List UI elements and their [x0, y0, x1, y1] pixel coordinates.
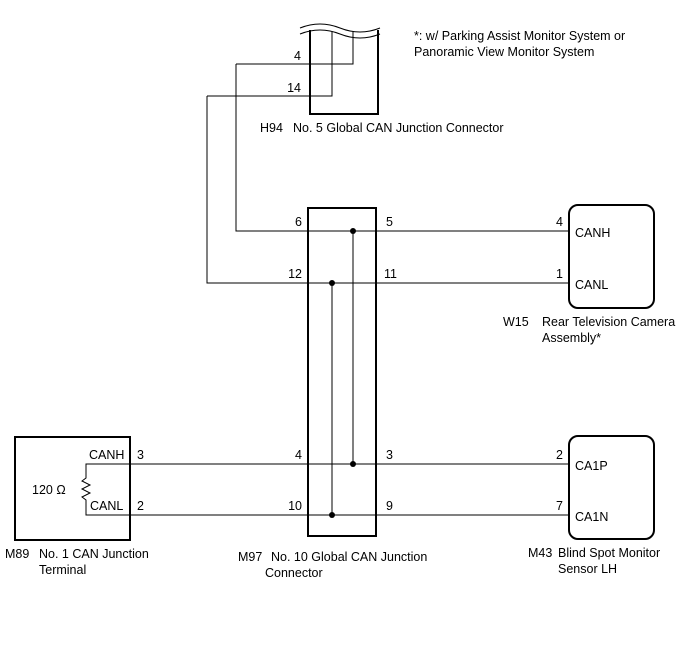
h94-pin-14-label: 14	[287, 81, 301, 95]
m97-right-pin-11: 11	[384, 267, 397, 281]
m97-junction-dot-canh-lower	[350, 461, 356, 467]
m43-ca1p-label: CA1P	[575, 459, 608, 473]
m97-left-pin-10: 10	[288, 499, 302, 513]
w15-pin-4-label: 4	[556, 215, 563, 229]
m97-junction-dot-canl-lower	[329, 512, 335, 518]
w15-name-line-2: Assembly*	[542, 331, 601, 345]
m97-left-pin-12: 12	[288, 267, 302, 281]
m89-resistor-value: 120 Ω	[32, 483, 66, 497]
w15-pin-1-label: 1	[556, 267, 563, 281]
m89-code: M89	[5, 547, 29, 561]
h94-pin-4-label: 4	[294, 49, 301, 63]
h94-code: H94	[260, 121, 283, 135]
m97-code: M97	[238, 550, 262, 564]
m89-pin-2-label: 2	[137, 499, 144, 513]
m97-name-line-1: No. 10 Global CAN Junction	[271, 550, 427, 564]
m97-right-pin-3: 3	[386, 448, 393, 462]
m43-pin-2-label: 2	[556, 448, 563, 462]
m89-name-line-1: No. 1 CAN Junction	[39, 547, 149, 561]
m97-left-pin-6: 6	[295, 215, 302, 229]
h94-name: No. 5 Global CAN Junction Connector	[293, 121, 504, 135]
m97-right-pin-5: 5	[386, 215, 393, 229]
h94-connector: 4 14	[287, 23, 381, 115]
m89-canh-label: CANH	[89, 448, 124, 462]
h94-wavy-break	[299, 23, 381, 33]
m43-ca1n-label: CA1N	[575, 510, 608, 524]
h94-internal-wire-a	[236, 31, 354, 65]
m43-connector: 2 7 CA1P CA1N	[556, 435, 655, 540]
m97-name-line-2: Connector	[265, 566, 323, 580]
w15-code: W15	[503, 315, 529, 329]
w15-connector: 4 1 CANH CANL	[556, 204, 655, 309]
h94-wavy-break-2	[299, 29, 381, 39]
m43-code: M43	[528, 546, 552, 560]
m89-terminal: 3 2 CANH CANL 120 Ω	[14, 436, 144, 541]
h94-internal-wire-b	[207, 31, 333, 97]
m43-name-line-2: Sensor LH	[558, 562, 617, 576]
m97-right-pin-9: 9	[386, 499, 393, 513]
m43-name-line-1: Blind Spot Monitor	[558, 546, 660, 560]
w15-canl-label: CANL	[575, 278, 608, 292]
m89-resistor-wire	[80, 463, 130, 516]
m97-junction-dot-canh-upper	[350, 228, 356, 234]
m89-name-line-2: Terminal	[39, 563, 86, 577]
wire-h94-4-to-m97-6	[235, 64, 310, 232]
m43-pin-7-label: 7	[556, 499, 563, 513]
m89-canl-label: CANL	[90, 499, 123, 513]
note-line-1: *: w/ Parking Assist Monitor System or	[414, 29, 625, 43]
note-line-2: Panoramic View Monitor System	[414, 45, 594, 59]
m97-left-pin-4: 4	[295, 448, 302, 462]
w15-name-line-1: Rear Television Camera	[542, 315, 675, 329]
m97-connector: 6 12 4 10 5 11 3 9	[288, 207, 397, 537]
m97-junction-dot-canl-upper	[329, 280, 335, 286]
m89-pin-3-label: 3	[137, 448, 144, 462]
w15-canh-label: CANH	[575, 226, 610, 240]
wire-h94-14-to-m97-12	[206, 96, 310, 284]
